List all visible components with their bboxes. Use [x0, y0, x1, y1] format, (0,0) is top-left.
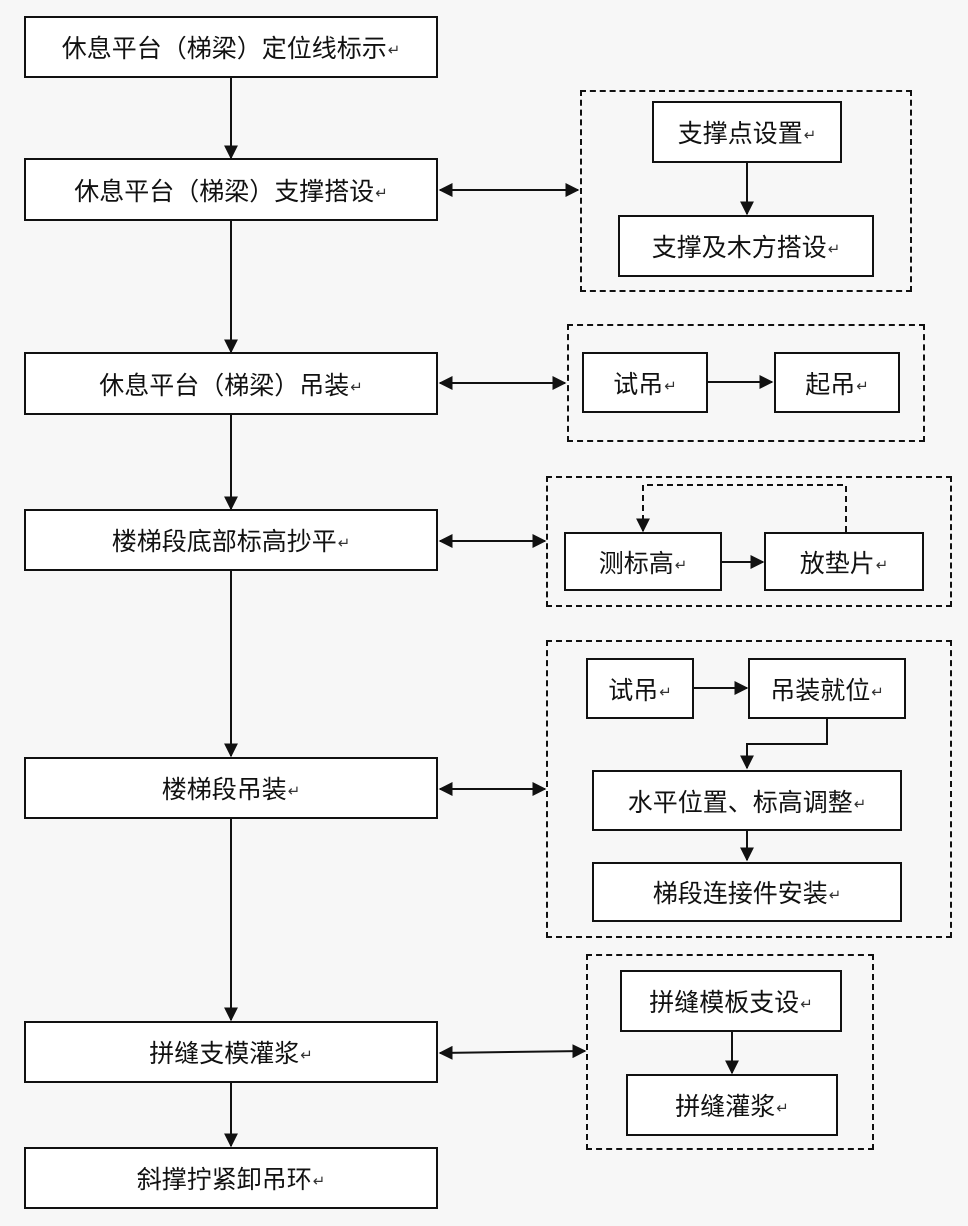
- return-mark-icon: ↵: [803, 126, 817, 144]
- return-mark-icon: ↵: [871, 682, 884, 701]
- main-step-stair-hoisting: 楼梯段吊装↵: [24, 757, 438, 819]
- sub-step-position-adjust: 水平位置、标高调整↵: [592, 770, 902, 831]
- group-support-setup: [580, 90, 912, 292]
- step-label: 支撑点设置: [677, 119, 803, 148]
- sub-step-hoist-in-place: 吊装就位↵: [748, 658, 906, 719]
- return-mark-icon: ↵: [300, 1046, 313, 1064]
- sub-step-joint-formwork: 拼缝模板支设↵: [620, 970, 842, 1032]
- step-label: 拼缝支模灌浆: [149, 1039, 300, 1068]
- step-label: 梯段连接件安装: [652, 879, 828, 908]
- step-label: 休息平台（梯梁）吊装: [99, 370, 350, 400]
- step-label: 起吊: [805, 369, 856, 399]
- return-mark-icon: ↵: [800, 995, 813, 1013]
- main-step-elevation-leveling: 楼梯段底部标高抄平↵: [24, 509, 438, 571]
- sub-step-connector-install: 梯段连接件安装↵: [592, 862, 902, 922]
- step-label: 测标高: [598, 548, 674, 578]
- return-mark-icon: ↵: [337, 534, 351, 552]
- arrow-level-loop: [636, 484, 847, 533]
- sub-step-support-point: 支撑点设置↵: [652, 101, 842, 163]
- step-label: 拼缝模板支设: [649, 988, 800, 1017]
- return-mark-icon: ↵: [287, 782, 301, 800]
- return-mark-icon: ↵: [674, 555, 688, 574]
- return-mark-icon: ↵: [312, 1172, 326, 1190]
- step-label: 试吊: [608, 675, 659, 705]
- return-mark-icon: ↵: [828, 886, 842, 904]
- group-stair-hoisting: [546, 640, 952, 938]
- group-elevation-leveling: [546, 476, 952, 607]
- step-label: 休息平台（梯梁）支撑搭设: [74, 176, 375, 206]
- return-mark-icon: ↵: [875, 555, 889, 574]
- return-mark-icon: ↵: [350, 377, 363, 396]
- main-step-joint-grouting: 拼缝支模灌浆↵: [24, 1021, 438, 1083]
- sub-step-joint-grouting: 拼缝灌浆↵: [626, 1074, 838, 1136]
- return-mark-icon: ↵: [776, 1099, 789, 1117]
- step-label: 楼梯段吊装: [161, 775, 287, 804]
- step-label: 支撑及木方搭设: [651, 233, 827, 262]
- return-mark-icon: ↵: [853, 794, 867, 813]
- sub-step-lift: 起吊↵: [774, 352, 900, 413]
- group-platform-hoisting: [567, 324, 925, 442]
- link-grouting-group: [438, 1044, 587, 1060]
- return-mark-icon: ↵: [375, 183, 388, 202]
- step-label: 斜撑拧紧卸吊环: [136, 1165, 312, 1194]
- return-mark-icon: ↵: [659, 682, 672, 701]
- sub-step-trial-lift-2: 试吊↵: [586, 658, 694, 719]
- main-step-positioning-line: 休息平台（梯梁）定位线标示↵: [24, 16, 438, 78]
- step-label: 水平位置、标高调整: [627, 787, 853, 817]
- step-label: 吊装就位: [770, 675, 871, 705]
- return-mark-icon: ↵: [664, 376, 677, 395]
- return-mark-icon: ↵: [856, 376, 869, 395]
- group-joint-grouting: [586, 954, 874, 1150]
- sub-step-trial-lift: 试吊↵: [582, 352, 708, 413]
- sub-step-measure-elevation: 测标高↵: [564, 532, 722, 591]
- step-label: 休息平台（梯梁）定位线标示: [61, 34, 387, 63]
- step-label: 拼缝灌浆: [675, 1092, 776, 1121]
- return-mark-icon: ↵: [387, 41, 401, 59]
- main-step-platform-hoisting: 休息平台（梯梁）吊装↵: [24, 352, 438, 415]
- return-mark-icon: ↵: [827, 240, 841, 258]
- sub-step-place-shims: 放垫片↵: [764, 532, 924, 591]
- main-step-support-setup: 休息平台（梯梁）支撑搭设↵: [24, 158, 438, 221]
- step-label: 楼梯段底部标高抄平: [111, 527, 337, 556]
- step-label: 放垫片: [799, 548, 875, 578]
- arrow-stair-2-3: [740, 719, 828, 770]
- sub-step-support-timber: 支撑及木方搭设↵: [618, 215, 874, 277]
- main-step-brace-tighten: 斜撑拧紧卸吊环↵: [24, 1147, 438, 1209]
- step-label: 试吊: [613, 369, 664, 399]
